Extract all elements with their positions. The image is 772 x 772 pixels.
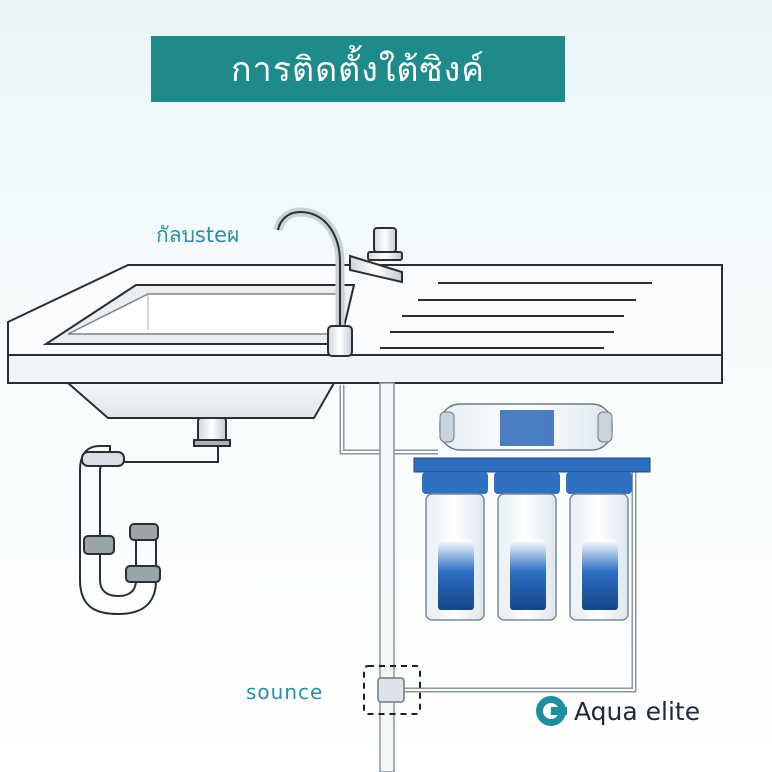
brand-logo: Aqua elite: [534, 694, 700, 728]
water-lines: [339, 385, 637, 693]
faucet-label: กัลบsteผ: [156, 223, 240, 247]
supply-pipe: [379, 382, 395, 772]
sink-basin: [42, 284, 356, 345]
sink-bowl: [65, 382, 336, 419]
membrane-housing: [439, 403, 613, 451]
page-title: การติดตั้งใต้ซิงค์: [151, 36, 565, 102]
filter-housing-3: [566, 472, 632, 621]
filter-housing-2: [494, 472, 560, 621]
aqua-elite-logo-icon: [536, 696, 567, 726]
source-valve: [363, 665, 421, 715]
filter-bracket: [413, 457, 651, 473]
faucet: [273, 207, 403, 357]
filter-housing-1: [422, 472, 488, 621]
source-label: sounce: [246, 680, 324, 704]
brand-name: Aqua elite: [574, 696, 701, 726]
drainboard-grooves: [380, 282, 652, 349]
drain-trap: [79, 417, 231, 616]
